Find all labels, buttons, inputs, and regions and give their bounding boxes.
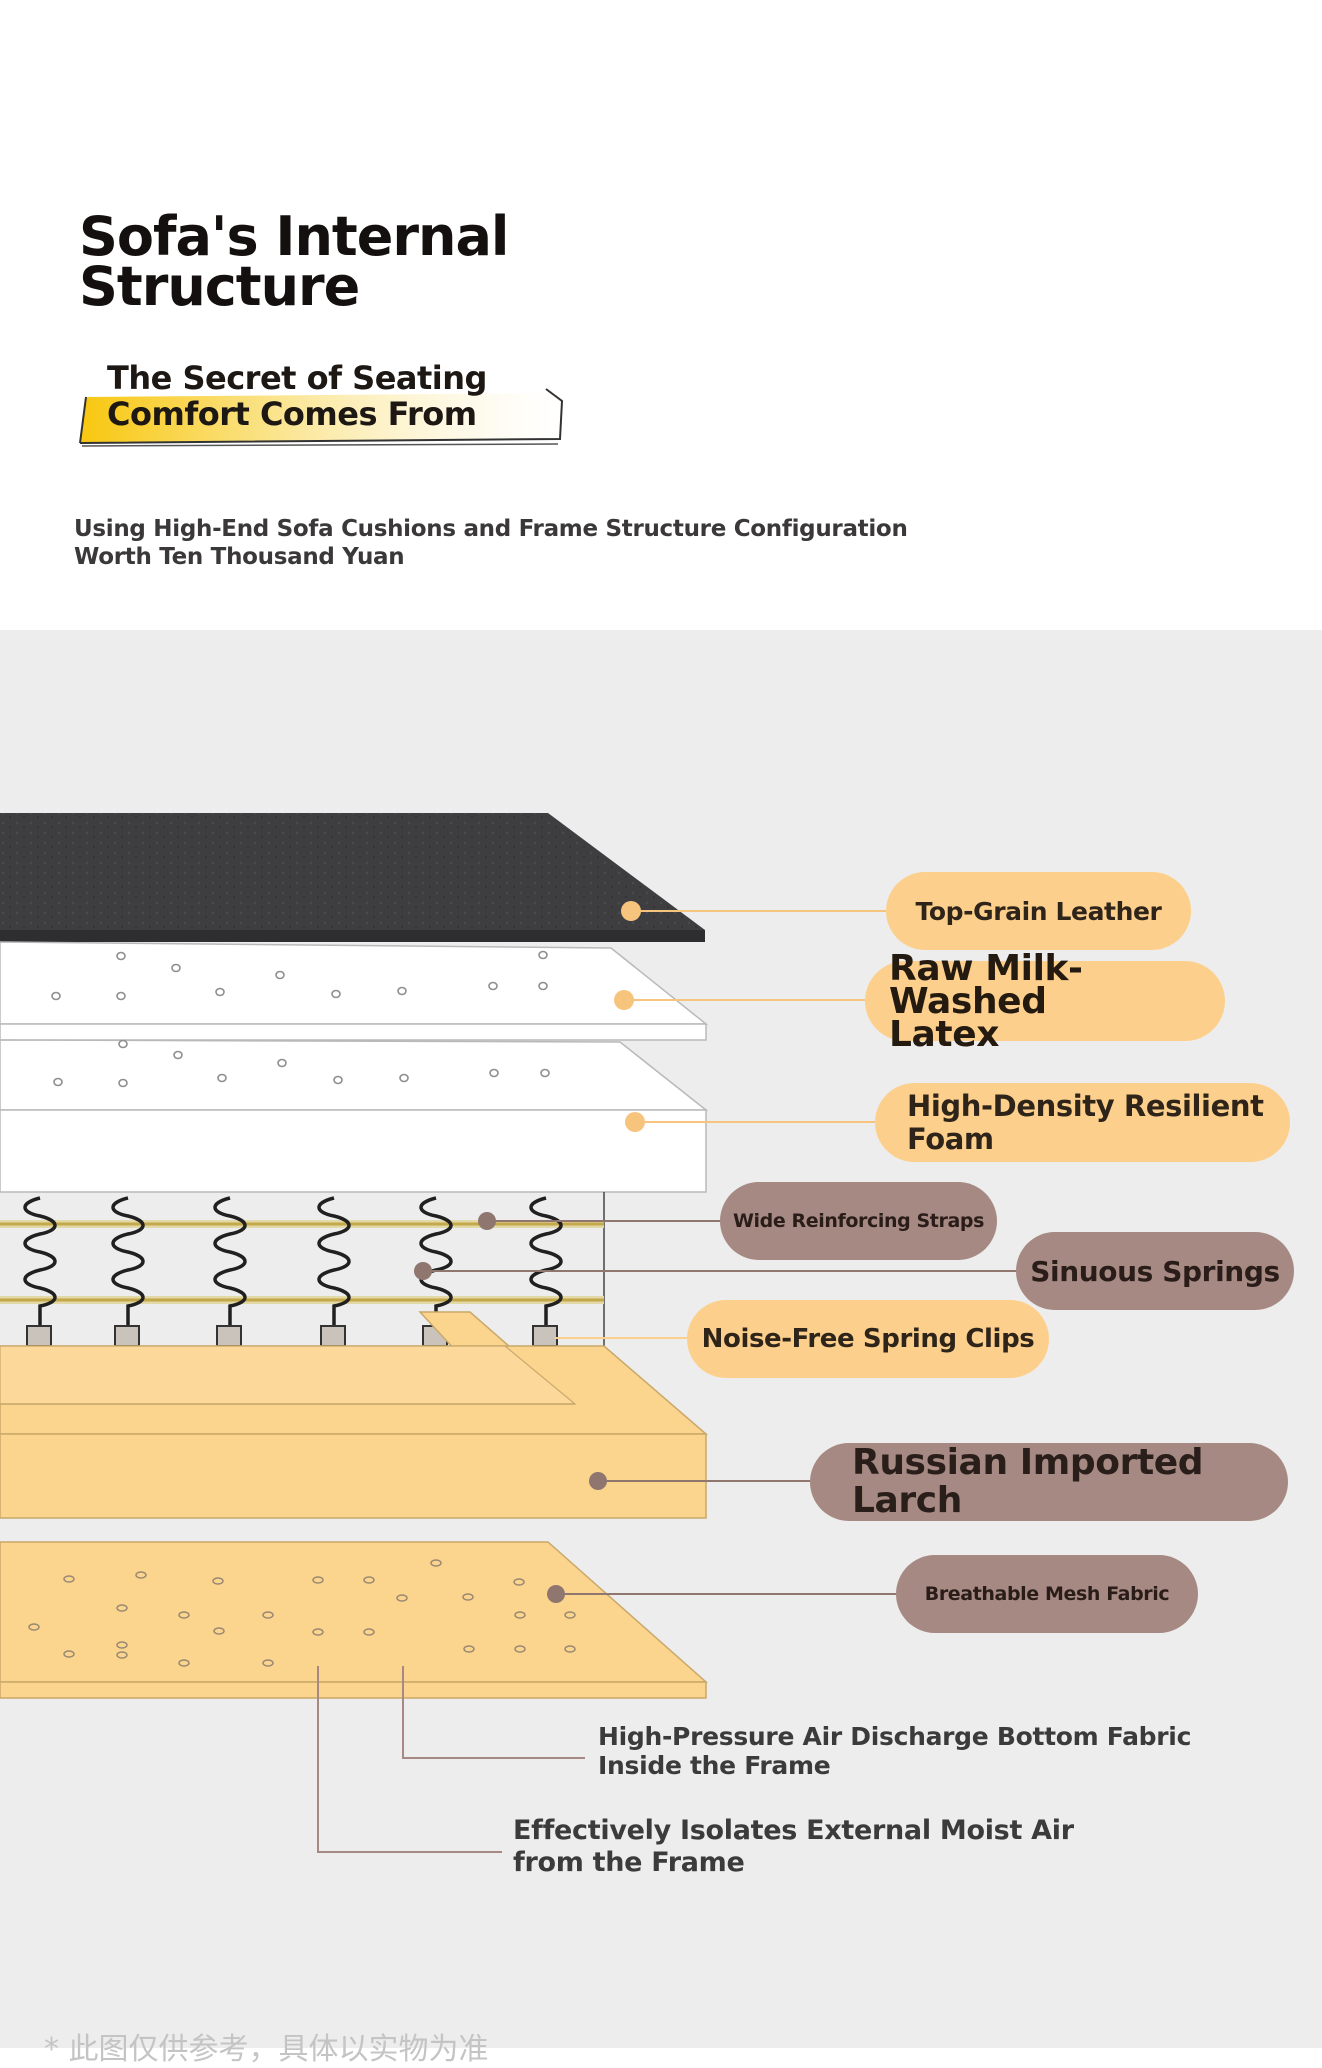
latex-layer	[0, 941, 709, 1041]
title-line-2: Structure	[79, 255, 360, 318]
subtitle-line-1: The Secret of Seating	[107, 359, 487, 397]
label-text: Noise-Free Spring Clips	[701, 1324, 1035, 1354]
highlighter-stroke-icon	[79, 388, 564, 447]
label-text: Wide Reinforcing Straps	[732, 1210, 984, 1232]
label-line-1: High-Density Resilient	[907, 1088, 1264, 1123]
subtitle-highlight-banner: The Secret of Seating Comfort Comes From	[76, 355, 566, 451]
note-line-2: Inside the Frame	[598, 1751, 831, 1780]
note-moist-air: Effectively Isolates External Moist Air …	[513, 1815, 1074, 1879]
subtitle-line-2: Comfort Comes From	[107, 395, 477, 433]
label-top-grain-leather: Top-Grain Leather	[886, 872, 1191, 950]
page-title: Sofa's Internal Structure	[79, 210, 509, 314]
foam-layer	[0, 1039, 709, 1193]
label-noise-free-spring-clips: Noise-Free Spring Clips	[687, 1300, 1049, 1378]
note-line-1: Effectively Isolates External Moist Air	[513, 1815, 1074, 1846]
label-breathable-mesh-fabric: Breathable Mesh Fabric	[896, 1555, 1198, 1633]
sofa-layers-illustration	[0, 813, 1016, 1853]
tagline-line-2: Worth Ten Thousand Yuan	[74, 544, 405, 570]
label-wide-reinforcing-straps: Wide Reinforcing Straps	[720, 1182, 997, 1260]
title-line-1: Sofa's Internal	[79, 205, 509, 268]
leader-dots	[414, 901, 645, 1603]
label-line-2: Larch	[852, 1480, 962, 1521]
label-sinuous-springs: Sinuous Springs	[1016, 1232, 1294, 1310]
larch-frame	[0, 1311, 709, 1519]
subtitle: The Secret of Seating Comfort Comes From	[107, 360, 487, 432]
label-text: Breathable Mesh Fabric	[924, 1583, 1170, 1605]
label-line-1: Russian Imported	[852, 1442, 1204, 1483]
sinuous-springs-icon	[23, 1196, 563, 1334]
mesh-fabric-layer	[0, 1541, 708, 1699]
header-section: Sofa's Internal Structure The Secret of …	[0, 0, 1322, 630]
note-air-discharge: High-Pressure Air Discharge Bottom Fabri…	[598, 1722, 1191, 1780]
label-text: Top-Grain Leather	[915, 896, 1162, 926]
label-line-2: Foam	[907, 1121, 994, 1156]
note-line-2: from the Frame	[513, 1847, 745, 1878]
leader-lines	[317, 910, 1016, 1853]
label-line-2: Latex	[889, 1013, 1000, 1055]
spring-clips-icon	[26, 1325, 558, 1347]
tagline-line-1: Using High-End Sofa Cushions and Frame S…	[74, 516, 908, 542]
note-line-1: High-Pressure Air Discharge Bottom Fabri…	[598, 1722, 1192, 1751]
label-text: Sinuous Springs	[1030, 1254, 1280, 1288]
tagline: Using High-End Sofa Cushions and Frame S…	[74, 515, 974, 571]
disclaimer: * 此图仅供参考，具体以实物为准	[44, 2032, 489, 2067]
label-line-1: Raw Milk-Washed	[889, 947, 1083, 1022]
spring-frame	[0, 1192, 605, 1350]
leather-layer	[0, 813, 705, 942]
